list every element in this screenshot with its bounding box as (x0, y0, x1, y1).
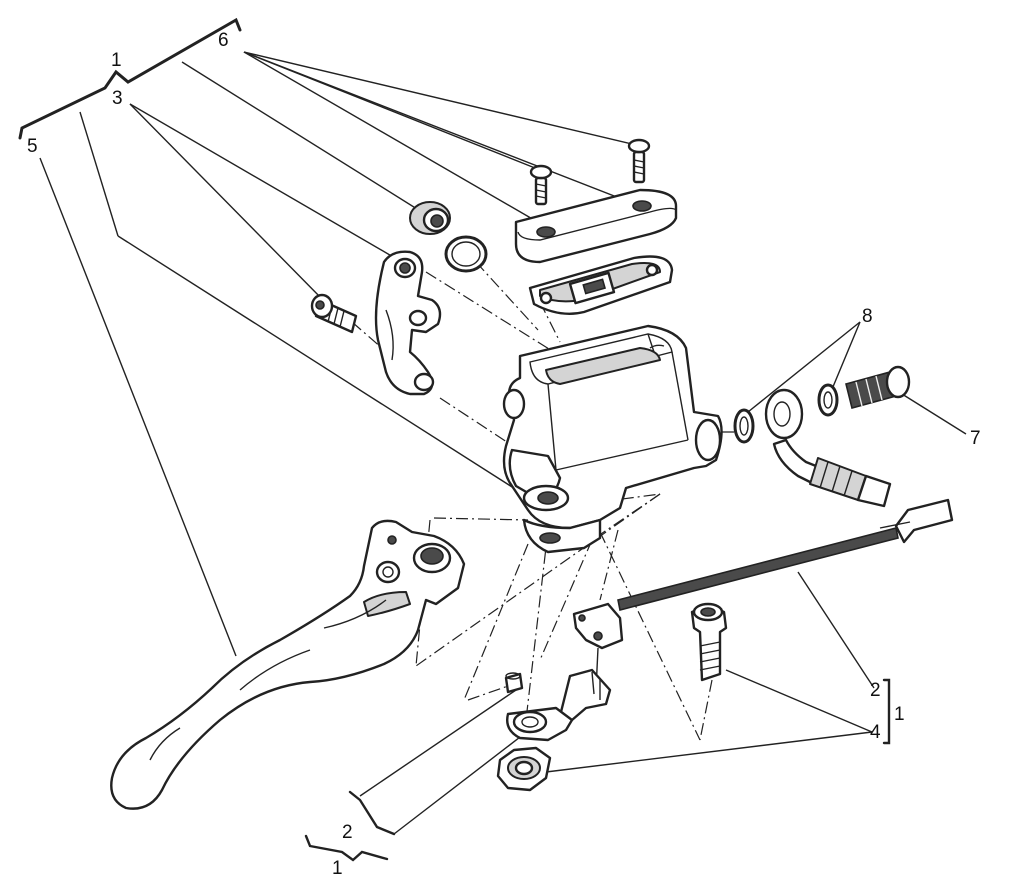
top-assembly-brace (18, 17, 242, 140)
callout-6: 6 (218, 30, 229, 51)
reservoir-diaphragm (528, 255, 674, 315)
pivot-bolt (690, 602, 728, 682)
reservoir-cover (514, 188, 678, 264)
leader-lines (39, 51, 967, 835)
callout-1-top: 1 (111, 50, 122, 71)
switch-bracket (506, 668, 612, 742)
callout-8: 8 (862, 306, 873, 327)
clamp-bolt (310, 293, 358, 334)
banjo-hose-fitting (764, 388, 892, 508)
callout-1-bottom: 1 (332, 858, 343, 879)
callout-3: 3 (112, 88, 123, 109)
callout-2-bottom: 2 (342, 822, 353, 843)
brake-light-switch (572, 602, 624, 691)
master-cylinder-body (502, 324, 723, 554)
handlebar-clamp (374, 250, 442, 396)
banjo-bolt (845, 365, 911, 409)
callout-5: 5 (27, 136, 38, 157)
cap-screw-left (529, 164, 553, 206)
cap-screw-right (627, 138, 651, 184)
sealing-washer-right (817, 383, 839, 417)
right-assembly-brace (882, 678, 891, 745)
o-ring (444, 235, 488, 273)
set-screw (504, 672, 524, 694)
center-lines (351, 261, 748, 741)
bottom-assembly-brace (304, 790, 396, 862)
brake-lever (110, 519, 466, 810)
sealing-washer-left (733, 408, 755, 444)
pivot-bushing (409, 201, 451, 235)
callout-1-right: 1 (894, 704, 905, 725)
callout-4-right: 4 (870, 722, 881, 743)
callout-7: 7 (970, 428, 981, 449)
callout-2-right: 2 (870, 680, 881, 701)
switch-cable (617, 498, 954, 611)
lock-nut (496, 746, 552, 792)
